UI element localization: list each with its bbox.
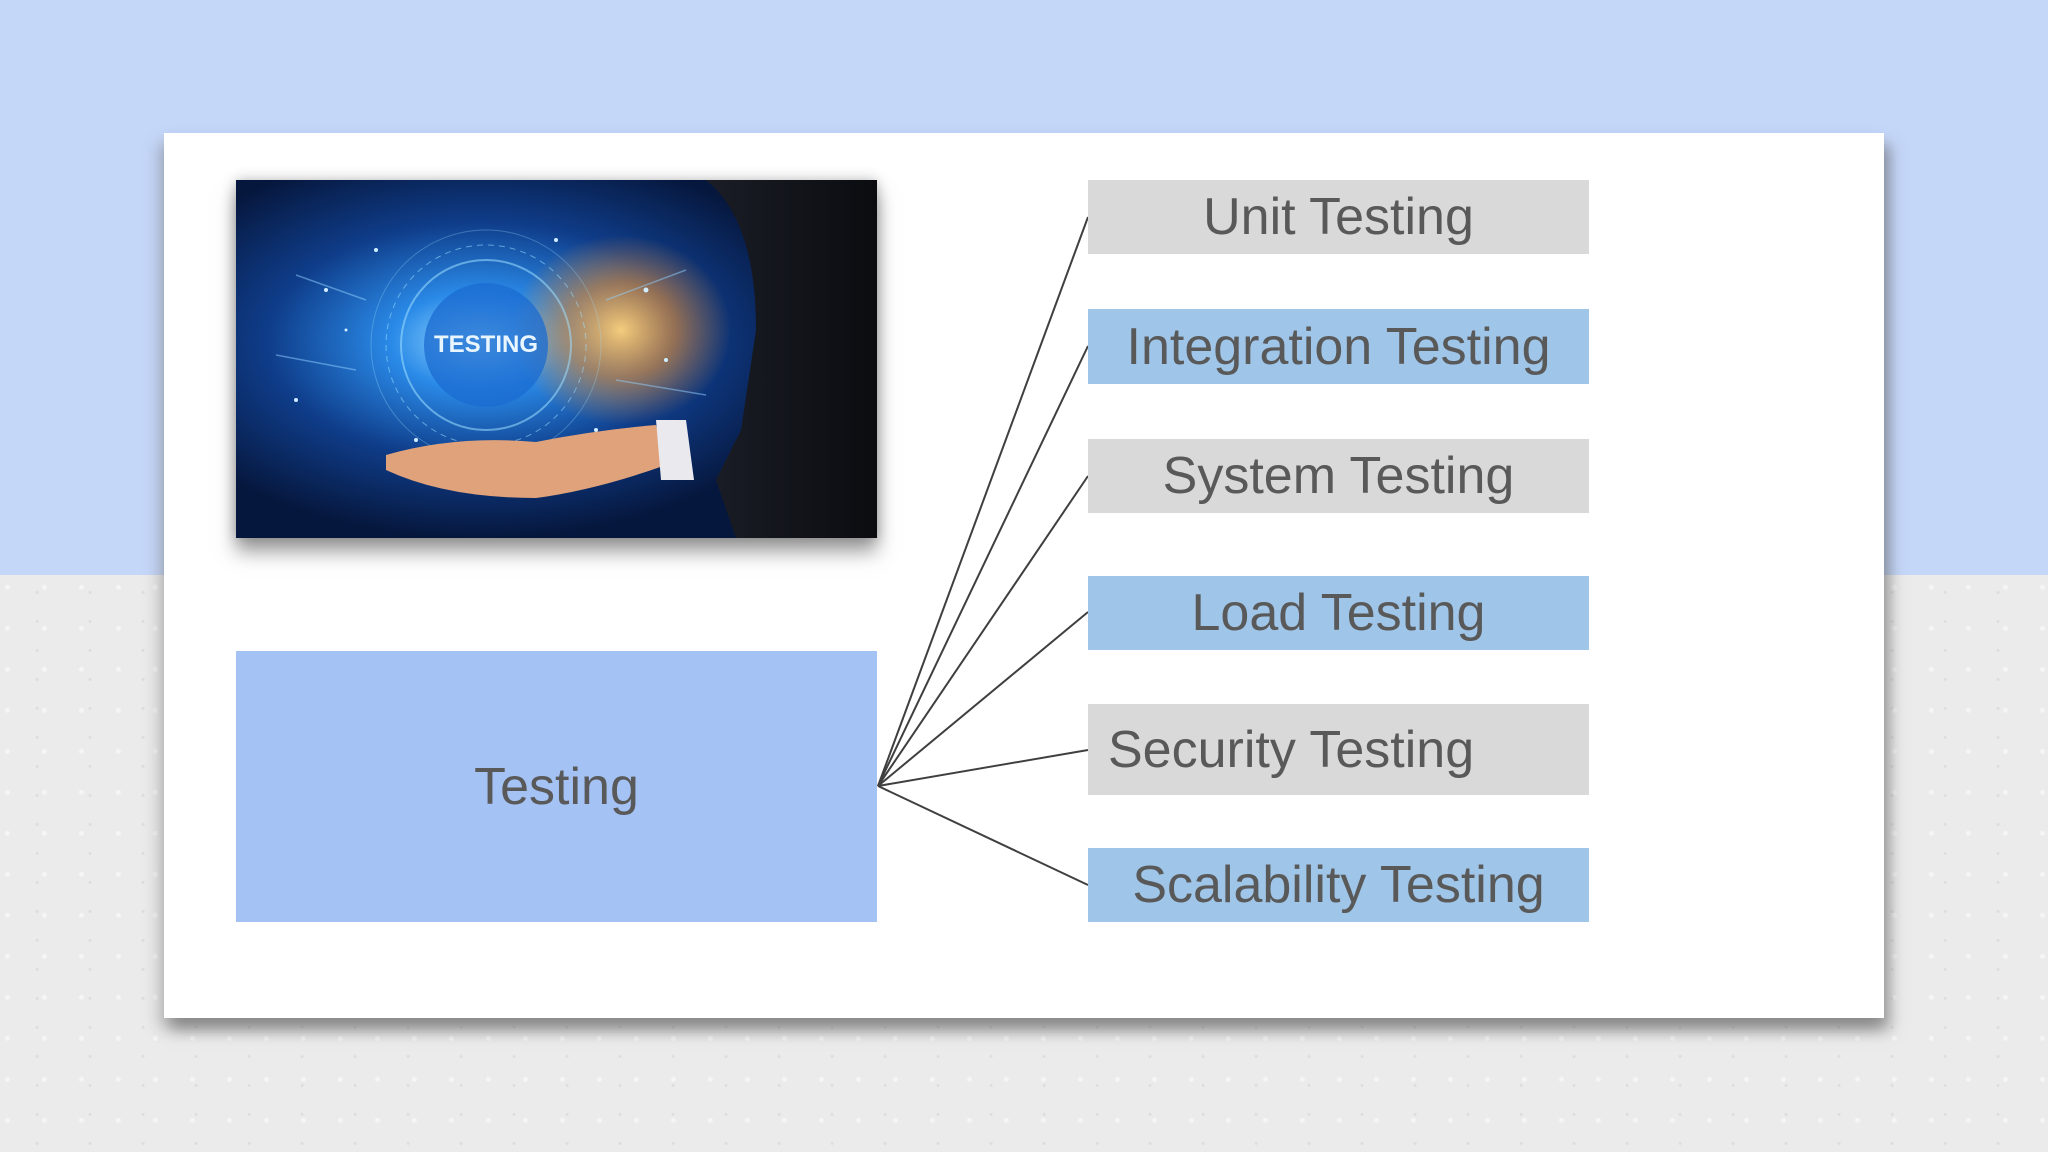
connector-line-integration [877, 345, 1089, 787]
connector-line-load [877, 611, 1089, 787]
branch-label: Security Testing [1108, 720, 1475, 779]
branch-label: Integration Testing [1126, 317, 1551, 376]
branch-system-testing: System Testing [1088, 439, 1589, 513]
branch-security-testing: Security Testing [1088, 704, 1589, 795]
branch-label: System Testing [1162, 447, 1515, 505]
connector-line-scalability [877, 785, 1089, 886]
branch-load-testing: Load Testing [1088, 576, 1589, 650]
hub-label: Testing [474, 757, 639, 816]
branch-label: Scalability Testing [1132, 856, 1545, 914]
connector-line-unit [877, 216, 1089, 787]
hub-node: Testing [236, 651, 877, 922]
branch-scalability-testing: Scalability Testing [1088, 848, 1589, 922]
branch-label: Load Testing [1191, 584, 1486, 642]
photo-caption: TESTING [434, 331, 538, 358]
branch-unit-testing: Unit Testing [1088, 180, 1589, 254]
connector-line-security [877, 749, 1089, 787]
branch-integration-testing: Integration Testing [1088, 309, 1589, 384]
branch-label: Unit Testing [1203, 188, 1474, 246]
testing-photo: TESTING [236, 180, 877, 538]
connector-line-system [877, 475, 1089, 787]
